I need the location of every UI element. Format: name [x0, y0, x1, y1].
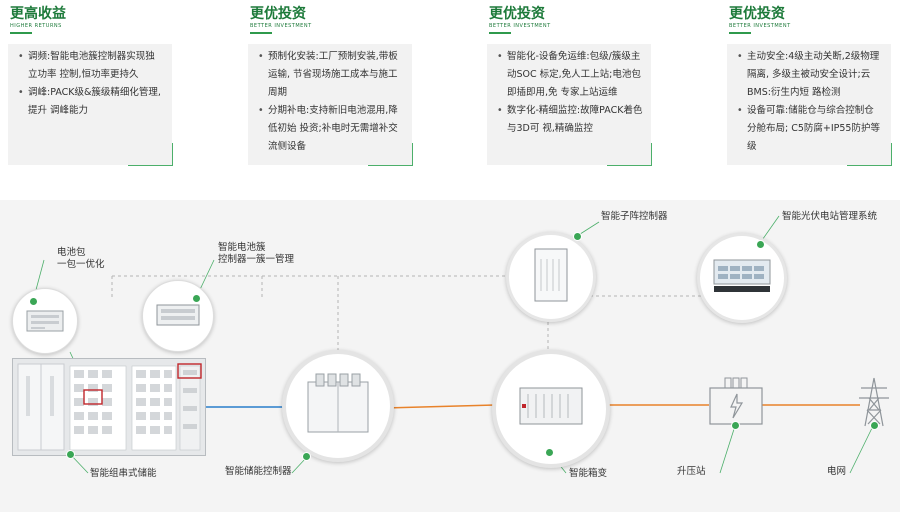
card-body: 预制化安装:工厂预制安装,带板运输, 节省现场施工成本与施工周期 分期补电:支持…	[248, 44, 413, 166]
booster-station-label: 升压站	[677, 466, 706, 477]
card-bullet: 主动安全:4级主动关断,2级物理隔离, 多级主被动安全设计;云BMS:衍生内短 …	[735, 48, 883, 102]
subarray-controller-label: 智能子阵控制器	[601, 211, 668, 222]
battery-pack-label: 电池包一包一优化	[57, 247, 105, 270]
pv-management-circle	[697, 233, 787, 323]
card-title: 更高收益	[10, 6, 66, 22]
card-subtitle: BETTER INVESTMENT	[729, 23, 791, 29]
card-title: 更优投资	[729, 6, 785, 22]
booster-station-dot	[731, 421, 740, 430]
storage-controller-circle	[282, 350, 394, 462]
card-subtitle: HIGHER RETURNS	[10, 23, 62, 29]
subarray-controller-dot	[573, 232, 582, 241]
card-bullet: 智能化-设备免运维:包级/簇级主动SOC 标定,免人工上站;电池包即插即用,免 …	[495, 48, 643, 102]
pv-management-label: 智能光伏电站管理系统	[782, 211, 878, 222]
cluster-controller-icon	[156, 304, 200, 326]
card-body: 智能化-设备免运维:包级/簇级主动SOC 标定,免人工上站;电池包即插即用,免 …	[487, 44, 652, 166]
grid-tower-icon	[859, 377, 889, 427]
battery-pack-dot	[29, 297, 38, 306]
card-higher-returns: 更高收益 HIGHER RETURNS 调频:智能电池簇控制器实现独立功率 控制…	[8, 6, 173, 166]
cluster-controller-label: 智能电池簇控制器一簇一管理	[218, 242, 295, 265]
box-transformer-icon	[519, 387, 583, 425]
cluster-controller-circle	[142, 280, 214, 352]
box-transformer-dot	[545, 448, 554, 457]
string-storage-label: 智能组串式储能	[90, 468, 157, 479]
card-bullet: 调峰:PACK级&簇级精细化管理,提升 调峰能力	[16, 84, 164, 120]
card-bullet: 数字化-精细监控:故障PACK着色与3D可 视,精确监控	[495, 102, 643, 138]
cluster-controller-dot	[192, 294, 201, 303]
card-subtitle: BETTER INVESTMENT	[250, 23, 312, 29]
title-underline	[250, 32, 272, 34]
battery-pack-icon	[26, 310, 64, 332]
card-better-investment-2: 更优投资 BETTER INVESTMENT 智能化-设备免运维:包级/簇级主动…	[487, 6, 652, 166]
card-body: 调频:智能电池簇控制器实现独立功率 控制,恒功率更持久 调峰:PACK级&簇级精…	[8, 44, 173, 166]
card-better-investment-3: 更优投资 BETTER INVESTMENT 主动安全:4级主动关断,2级物理隔…	[727, 6, 892, 166]
subarray-controller-circle	[506, 232, 596, 322]
card-bullet: 预制化安装:工厂预制安装,带板运输, 节省现场施工成本与施工周期	[256, 48, 404, 102]
title-underline	[489, 32, 511, 34]
card-bullet: 设备可靠:储能仓与综合控制仓分舱布局; C5防腐+IP55防护等级	[735, 102, 883, 156]
booster-station-icon	[709, 377, 763, 425]
title-underline	[10, 32, 32, 34]
card-better-investment-1: 更优投资 BETTER INVESTMENT 预制化安装:工厂预制安装,带板运输…	[248, 6, 413, 166]
pv-management-icon	[713, 259, 771, 292]
box-transformer-circle	[492, 350, 610, 468]
card-bullet: 调频:智能电池簇控制器实现独立功率 控制,恒功率更持久	[16, 48, 164, 84]
string-storage-dot	[66, 450, 75, 459]
title-underline	[729, 32, 751, 34]
battery-pack-circle	[12, 288, 78, 354]
pv-management-dot	[756, 240, 765, 249]
storage-controller-icon	[307, 373, 369, 433]
subarray-controller-icon	[534, 248, 568, 302]
string-storage-container-image	[12, 358, 206, 456]
storage-controller-label: 智能储能控制器	[225, 466, 292, 477]
card-bullet: 分期补电:支持新旧电池混用,降低初始 投资;补电时无需增补交流侧设备	[256, 102, 404, 156]
card-subtitle: BETTER INVESTMENT	[489, 23, 551, 29]
box-transformer-label: 智能箱变	[569, 468, 608, 479]
storage-controller-dot	[302, 452, 311, 461]
card-title: 更优投资	[250, 6, 306, 22]
card-body: 主动安全:4级主动关断,2级物理隔离, 多级主被动安全设计;云BMS:衍生内短 …	[727, 44, 892, 166]
grid-dot	[870, 421, 879, 430]
card-title: 更优投资	[489, 6, 545, 22]
grid-label: 电网	[827, 466, 847, 477]
